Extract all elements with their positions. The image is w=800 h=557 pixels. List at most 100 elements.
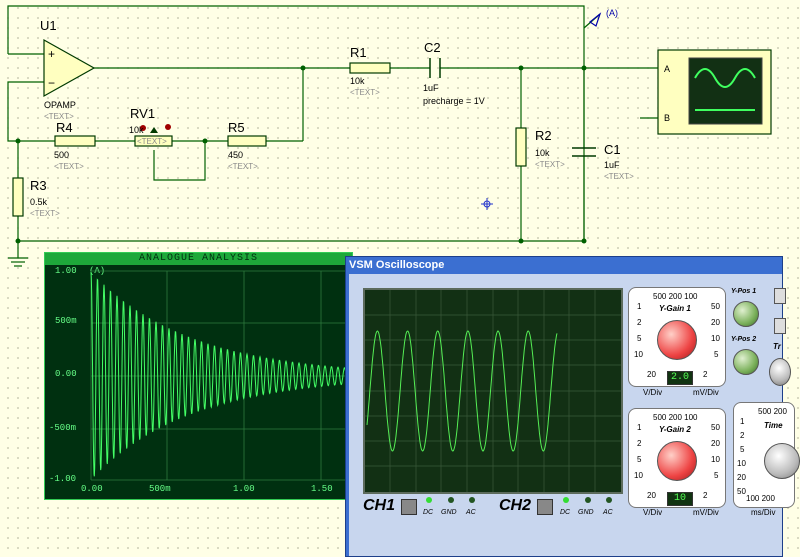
r1-symbol bbox=[349, 62, 391, 74]
y-pos-1-knob[interactable] bbox=[733, 301, 759, 327]
c1-value: 1uF bbox=[604, 160, 620, 170]
c2-precharge: precharge = 1V bbox=[423, 96, 485, 106]
ch1-ac-led[interactable] bbox=[469, 497, 475, 503]
r3-label: R3 bbox=[30, 178, 47, 193]
oscilloscope-window[interactable]: VSM Oscilloscope CH1 bbox=[345, 256, 800, 557]
r3-value: 0.5k bbox=[30, 197, 48, 207]
ch1-dc-led[interactable] bbox=[426, 497, 432, 503]
time-title: Time bbox=[764, 421, 783, 430]
trigger-button-2[interactable] bbox=[774, 318, 786, 334]
r2-label: R2 bbox=[535, 128, 552, 143]
gain-scale-label: 20 bbox=[711, 318, 720, 327]
r5-text: <TEXT> bbox=[228, 162, 258, 171]
gain-scale-label: 2 bbox=[637, 318, 642, 327]
r5-value: 450 bbox=[228, 150, 244, 160]
x-tick-label: 1.50 bbox=[311, 484, 333, 494]
ch1-button[interactable] bbox=[401, 499, 417, 515]
ch1-gnd-label: GND bbox=[441, 509, 457, 516]
time-top-scale: 500 200 bbox=[758, 407, 787, 416]
oscilloscope-screen bbox=[363, 288, 623, 494]
ch2-vdiv-label: V/Div bbox=[643, 508, 663, 517]
y-gain-2-knob[interactable] bbox=[657, 441, 697, 481]
r3-text: <TEXT> bbox=[30, 209, 60, 218]
rv1-text: <TEXT> bbox=[137, 137, 167, 146]
y-pos-2-knob[interactable] bbox=[733, 349, 759, 375]
scope-input-a: A bbox=[664, 64, 671, 74]
time-bottom-scale: 100 200 bbox=[746, 494, 775, 503]
u1-type: OPAMP bbox=[44, 100, 76, 110]
y-tick-label: -1.00 bbox=[49, 474, 77, 484]
time-scale-label: 10 bbox=[737, 459, 746, 468]
gain-scale-label: 5 bbox=[714, 350, 719, 359]
ch2-gnd-label: GND bbox=[578, 509, 594, 516]
ch1-dc-label: DC bbox=[423, 509, 434, 516]
r4-value: 500 bbox=[54, 150, 70, 160]
y-tick-label: -500m bbox=[49, 423, 77, 433]
ch2-ac-led[interactable] bbox=[606, 497, 612, 503]
gain-scale-label: 20 bbox=[647, 370, 656, 379]
ch2-gnd-led[interactable] bbox=[585, 497, 591, 503]
gain-scale-label: 5 bbox=[714, 471, 719, 480]
x-tick-label: 0.00 bbox=[81, 484, 103, 494]
svg-text:−: − bbox=[48, 76, 55, 90]
trigger-title: Tr bbox=[773, 342, 781, 351]
analogue-analysis-graph[interactable]: ANALOGUE ANALYSIS (A) 1.00 500m 0.00 -50… bbox=[44, 252, 353, 500]
r1-text: <TEXT> bbox=[350, 88, 380, 97]
x-tick-label: 500m bbox=[149, 484, 171, 494]
time-knob[interactable] bbox=[764, 443, 800, 479]
r1-label: R1 bbox=[350, 45, 367, 60]
gain-scale-label: 2 bbox=[703, 491, 708, 500]
y-gain-1-readout: 2.0 bbox=[667, 371, 693, 385]
time-units-label: ms/Div bbox=[751, 508, 776, 517]
gain-scale-label: 20 bbox=[711, 439, 720, 448]
timebase-panel: 500 200 Time 1 2 5 10 20 50 100 200 bbox=[733, 402, 800, 508]
opamp-symbol bbox=[43, 38, 96, 98]
schematic-canvas[interactable]: + − bbox=[0, 0, 781, 555]
ch2-mvdiv-label: mV/Div bbox=[693, 508, 719, 517]
ch1-ac-label: AC bbox=[466, 509, 476, 516]
analogue-title[interactable]: ANALOGUE ANALYSIS bbox=[45, 253, 352, 265]
r2-symbol bbox=[515, 127, 527, 167]
gain-scale-label: 5 bbox=[637, 334, 642, 343]
trigger-knob[interactable] bbox=[769, 358, 791, 386]
r4-symbol bbox=[54, 135, 96, 147]
r3-symbol bbox=[12, 177, 24, 217]
rv1-symbol bbox=[134, 135, 173, 147]
time-scale-label: 2 bbox=[740, 431, 745, 440]
gain-scale-label: 50 bbox=[711, 423, 720, 432]
y-tick-label: 0.00 bbox=[55, 369, 77, 379]
gain-scale-label: 10 bbox=[711, 455, 720, 464]
y-gain-2-title: Y-Gain 2 bbox=[659, 425, 691, 434]
y-pos-2-title: Y-Pos 2 bbox=[731, 336, 757, 343]
r4-label: R4 bbox=[56, 120, 73, 135]
c2-value: 1uF bbox=[423, 83, 439, 93]
ch1-label: CH1 bbox=[363, 497, 396, 514]
r4-text: <TEXT> bbox=[54, 162, 84, 171]
r1-value: 10k bbox=[350, 76, 365, 86]
y-pos-1-title: Y-Pos 1 bbox=[731, 288, 757, 295]
ch2-label: CH2 bbox=[499, 497, 532, 514]
oscilloscope-title[interactable]: VSM Oscilloscope bbox=[349, 259, 445, 271]
gain-top-scale: 500 200 100 bbox=[653, 292, 698, 301]
oscilloscope-body: CH1 DC GND AC CH2 DC GND AC 500 200 100 … bbox=[349, 274, 800, 556]
ch2-dc-led[interactable] bbox=[563, 497, 569, 503]
y-gain-1-panel: 500 200 100 Y-Gain 1 1 2 5 10 20 50 20 1… bbox=[628, 287, 726, 387]
x-tick-label: 1.00 bbox=[233, 484, 255, 494]
time-scale-label: 50 bbox=[737, 487, 746, 496]
c1-text: <TEXT> bbox=[604, 172, 634, 181]
gain-scale-label: 5 bbox=[637, 455, 642, 464]
trigger-button-1[interactable] bbox=[774, 288, 786, 304]
gain-top-scale: 500 200 100 bbox=[653, 413, 698, 422]
svg-text:+: + bbox=[48, 47, 55, 61]
r2-text: <TEXT> bbox=[535, 160, 565, 169]
oscilloscope-trace bbox=[366, 330, 558, 452]
ch2-button[interactable] bbox=[537, 499, 553, 515]
c2-label: C2 bbox=[424, 40, 441, 55]
gain-scale-label: 2 bbox=[637, 439, 642, 448]
ch1-gnd-led[interactable] bbox=[448, 497, 454, 503]
probe-label: (A) bbox=[606, 8, 618, 18]
time-scale-label: 5 bbox=[740, 445, 745, 454]
probe-icon bbox=[588, 12, 602, 27]
ch2-dc-label: DC bbox=[560, 509, 571, 516]
y-gain-1-knob[interactable] bbox=[657, 320, 697, 360]
